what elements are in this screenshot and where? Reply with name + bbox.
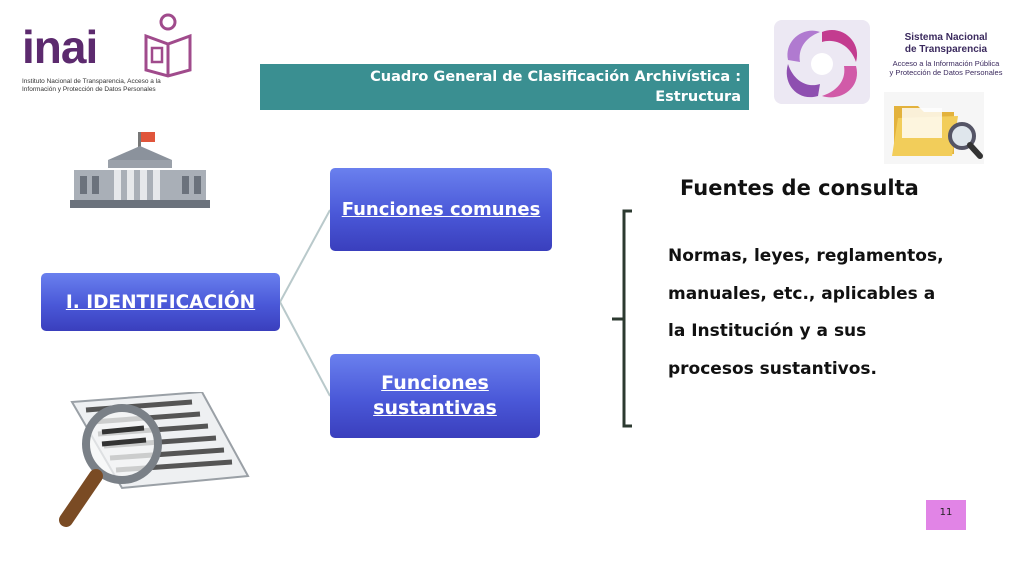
diagram-node-identificacion: I. IDENTIFICACIÓN — [41, 273, 280, 331]
slide-title-bar: Cuadro General de Clasificación Archivís… — [260, 64, 749, 110]
inai-tagline: Instituto Nacional de Transparencia, Acc… — [22, 78, 161, 93]
sources-line-2: manuales, etc., aplicables a — [668, 283, 936, 304]
diagram-node-funciones-sustantivas: Funciones sustantivas — [330, 354, 540, 438]
sources-title: Fuentes de consulta — [680, 176, 919, 200]
inai-logo-wordmark: inai — [22, 21, 98, 73]
bracket-icon — [612, 209, 632, 428]
sources-line-3: la Institución y a sus — [668, 321, 867, 341]
slide-title-line1: Cuadro General de Clasificación Archivís… — [370, 69, 741, 85]
snt-title-line1: Sistema Nacional — [904, 32, 988, 43]
sources-body: Normas, leyes, reglamentos, manuales, et… — [668, 238, 968, 388]
snt-sub-line2: y Protección de Datos Personales — [889, 68, 1003, 77]
sources-line-1: Normas, leyes, reglamentos, — [668, 246, 944, 266]
document-magnifier-icon — [59, 392, 250, 527]
slide-title-line2: Estructura — [655, 89, 741, 105]
snt-title-line2: de Transparencia — [904, 44, 988, 55]
building-icon — [70, 132, 210, 208]
inai-logo: inai Instituto Nacional de Transparencia… — [22, 12, 192, 102]
snt-sub-line1: Acceso a la Información Pública — [892, 59, 1000, 68]
snt-logo-text: Sistema Nacional de Transparencia Acceso… — [882, 32, 1010, 77]
sources-line-4: procesos sustantivos. — [668, 358, 878, 379]
inai-book-icon — [144, 13, 192, 78]
page-number-badge: 11 — [926, 500, 966, 530]
snt-logo: Sistema Nacional de Transparencia Acceso… — [770, 14, 1010, 114]
snt-emblem-icon — [774, 20, 870, 104]
diagram-node-funciones-comunes: Funciones comunes — [330, 168, 552, 251]
folder-search-icon — [884, 92, 984, 164]
